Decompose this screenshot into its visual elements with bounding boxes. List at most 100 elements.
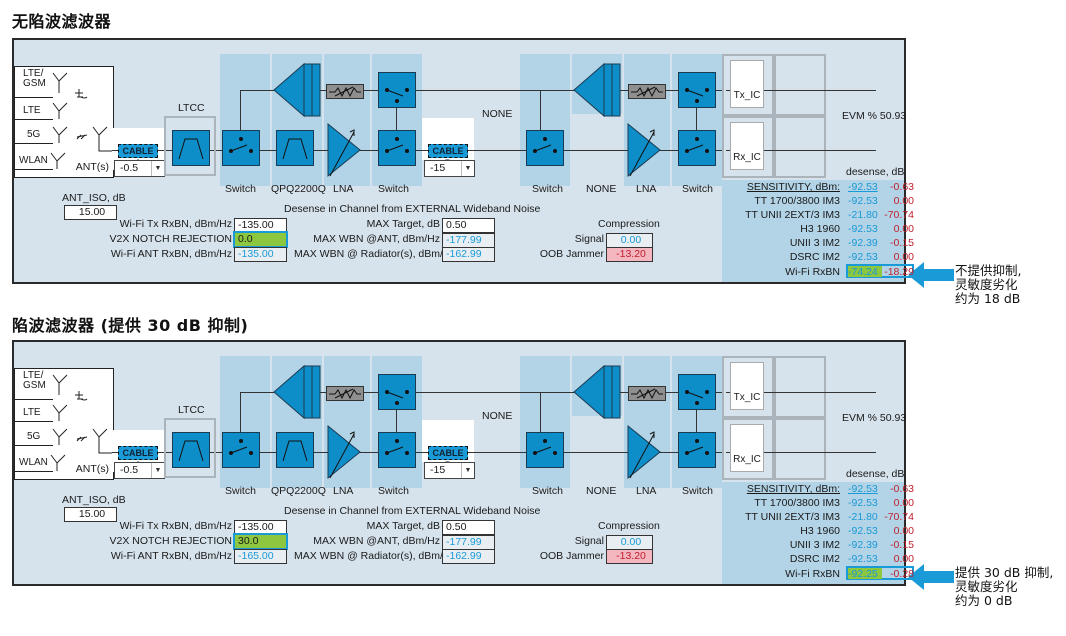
ltcc-filter[interactable] [172, 130, 210, 166]
block-label: LNA [636, 485, 657, 497]
attenuator[interactable] [326, 84, 364, 99]
v2x-notch-rejection-input[interactable]: 30.0 [233, 533, 288, 550]
switch-2-rx[interactable] [378, 130, 416, 166]
ltcc-filter[interactable] [172, 432, 210, 468]
power-amplifier-icon[interactable] [572, 362, 622, 422]
cable-b-loss-select[interactable]: -15▼ [424, 462, 475, 479]
tx-ic[interactable]: Tx_IC [730, 362, 764, 410]
cable-b-loss-select[interactable]: -15▼ [424, 160, 475, 177]
power-amplifier-icon[interactable] [272, 60, 322, 120]
antenna-wlan[interactable]: WLAN [15, 151, 53, 170]
switch-4-rx[interactable] [678, 130, 716, 166]
power-amplifier-icon[interactable] [272, 362, 322, 422]
max-target-input[interactable]: 0.50 [442, 520, 495, 535]
switch-1[interactable] [222, 432, 260, 468]
tx-out-wire [726, 392, 876, 393]
v2x-notch-rejection-input[interactable]: 0.0 [233, 231, 288, 248]
signal-value: 0.00 [606, 233, 653, 248]
wifi-tx-rxbn-input[interactable]: -135.00 [234, 520, 287, 535]
bandpass-filter-icon [282, 138, 308, 160]
wire-vertical [696, 90, 697, 144]
variable-resistor-icon [631, 86, 663, 98]
bandpass-filter-icon [282, 440, 308, 462]
sensitivity-row: TT 1700/3800 IM3 -92.53 0.00 [754, 497, 914, 509]
block-label: LNA [333, 183, 354, 195]
sensitivity-row: TT UNII 2EXT/3 IM3 -21.80 -70.74 [745, 209, 914, 221]
max-target-input[interactable]: 0.50 [442, 218, 495, 233]
cable-a-loss-select[interactable]: -0.5▼ [114, 462, 165, 479]
callout-arrow-icon [908, 262, 954, 288]
cable-b[interactable]: CABLE B [428, 144, 468, 168]
lna-icon[interactable] [624, 122, 670, 178]
switch-3[interactable] [526, 432, 564, 468]
sensitivity-row: DSRC IM2 -92.53 0.00 [789, 553, 914, 565]
wifi-tx-rxbn-label: Wi-Fi Tx RxBN, dBm/Hz [119, 218, 232, 230]
ltcc-box [164, 418, 216, 478]
callout-arrow-icon [908, 564, 954, 590]
antenna-5g[interactable]: 5G [15, 125, 53, 144]
ant-label: ANT(s) [75, 161, 109, 173]
sensitivity-row-wifi-rxbn: Wi-Fi RxBN -74.24 -18.29 [785, 264, 914, 278]
wire-vertical [540, 392, 541, 446]
antenna-lte[interactable]: LTE [15, 101, 53, 120]
wifi-tx-rxbn-label: Wi-Fi Tx RxBN, dBm/Hz [119, 520, 232, 532]
antenna-wlan[interactable]: WLAN [15, 453, 53, 472]
attenuator[interactable] [326, 386, 364, 401]
sensitivity-link[interactable]: SENSITIVITY, dBm: [746, 181, 840, 193]
chevron-down-icon: ▼ [151, 463, 164, 478]
note-line: 约为 0 dB [955, 593, 1013, 608]
ltcc-box [164, 116, 216, 176]
antenna-5g[interactable]: 5G [15, 427, 53, 446]
compression-title: Compression [598, 520, 660, 532]
antenna-lte-gsm[interactable]: LTE/ GSM [15, 369, 53, 400]
switch-icon [229, 137, 253, 153]
switch-1[interactable] [222, 130, 260, 166]
desense-header: desense, dB [846, 468, 905, 480]
max-wbn-radiator-value: -162.99 [442, 549, 495, 564]
block-label: QPQ2200Q [271, 485, 326, 497]
wire-vertical [696, 392, 697, 446]
panel-title: 无陷波滤波器 [12, 12, 112, 31]
evm-readout: EVM % 50.93 [842, 412, 907, 424]
switch-4-tx[interactable] [678, 72, 716, 108]
qpq2200q-filter[interactable] [276, 432, 314, 468]
cable-b[interactable]: CABLE B [428, 446, 468, 470]
power-amplifier-icon[interactable] [572, 60, 622, 120]
ant-iso-input[interactable]: 15.00 [64, 205, 117, 220]
empty-slot [774, 54, 826, 116]
antenna-box: LTE/ GSM LTE 5G WLAN [14, 66, 114, 178]
antenna-lte-gsm[interactable]: LTE/ GSM [15, 67, 53, 98]
attenuator[interactable] [628, 386, 666, 401]
antenna-lte[interactable]: LTE [15, 403, 53, 422]
attenuator[interactable] [628, 84, 666, 99]
ant-iso-input[interactable]: 15.00 [64, 507, 117, 522]
switch-4-tx[interactable] [678, 374, 716, 410]
note-line: 不提供抑制, [955, 263, 1022, 278]
antenna-box: LTE/ GSM LTE 5G WLAN [14, 368, 114, 480]
signal-label: Signal [574, 535, 604, 547]
switch-3[interactable] [526, 130, 564, 166]
lna-icon[interactable] [324, 122, 370, 178]
empty-slot [774, 418, 826, 480]
cable-a[interactable]: CABLE A [118, 144, 158, 168]
tx-out-wire [726, 90, 876, 91]
signal-label: Signal [574, 233, 604, 245]
wifi-tx-rxbn-input[interactable]: -135.00 [234, 218, 287, 233]
qpq2200q-filter[interactable] [276, 130, 314, 166]
cable-a[interactable]: CABLE A [118, 446, 158, 470]
lna-icon[interactable] [624, 424, 670, 480]
sensitivity-link[interactable]: SENSITIVITY, dBm: [746, 483, 840, 495]
tx-ic[interactable]: Tx_IC [730, 60, 764, 108]
wifi-ant-rxbn-label: Wi-Fi ANT RxBN, dBm/Hz [110, 248, 232, 260]
switch-2-rx[interactable] [378, 432, 416, 468]
chevron-down-icon: ▼ [461, 463, 474, 478]
panel-title: 陷波滤波器 (提供 30 dB 抑制) [12, 316, 249, 335]
lna-icon[interactable] [324, 424, 370, 480]
switch-2-tx[interactable] [378, 374, 416, 410]
rx-ic[interactable]: Rx_IC [730, 424, 764, 472]
switch-4-rx[interactable] [678, 432, 716, 468]
switch-2-tx[interactable] [378, 72, 416, 108]
rx-ic[interactable]: Rx_IC [730, 122, 764, 170]
cable-a-loss-select[interactable]: -0.5▼ [114, 160, 165, 177]
block-label: NONE [586, 183, 617, 195]
